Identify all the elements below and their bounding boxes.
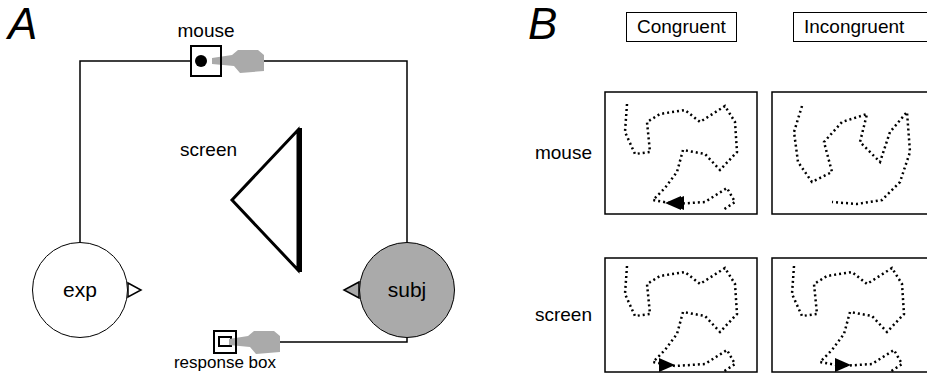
gaze-marker	[344, 282, 359, 298]
node-label: response box	[174, 354, 276, 373]
trajectory	[625, 266, 737, 372]
connector-line	[222, 61, 407, 242]
panel-letter: B	[528, 0, 557, 48]
row-label: mouse	[535, 143, 592, 164]
node-label: Congruent	[637, 17, 726, 38]
direction-arrow	[665, 196, 681, 210]
panel-letter: A	[8, 0, 37, 48]
trajectory-panel	[772, 258, 927, 372]
trajectory	[794, 106, 910, 204]
device-box: response box	[213, 330, 237, 354]
trajectory	[792, 266, 904, 372]
row-label: screen	[535, 305, 592, 326]
direction-arrow	[835, 358, 851, 372]
connector-line	[80, 61, 190, 242]
trajectory-panel	[605, 258, 757, 372]
hand-icon	[212, 50, 264, 73]
agent-circle: subj	[359, 242, 455, 338]
agent-circle: exp	[32, 242, 128, 338]
screen-edge	[298, 128, 302, 272]
node-label: Incongruent	[804, 17, 904, 38]
screen-shape	[232, 130, 298, 270]
trajectory-panel	[605, 92, 757, 214]
direction-arrow	[659, 358, 675, 372]
column-header: Congruent	[626, 12, 737, 42]
trajectory	[625, 104, 737, 210]
node-label: screen	[180, 140, 237, 161]
device-box: mouse	[190, 45, 222, 77]
mouse-ball	[195, 55, 207, 67]
column-header: Incongruent	[793, 12, 927, 42]
screen-node: screen	[180, 126, 306, 274]
node-label: exp	[63, 278, 97, 301]
node-label: subj	[388, 278, 427, 301]
trajectory-panel	[772, 92, 927, 214]
gaze-marker	[128, 283, 141, 297]
node-label: mouse	[177, 21, 234, 42]
